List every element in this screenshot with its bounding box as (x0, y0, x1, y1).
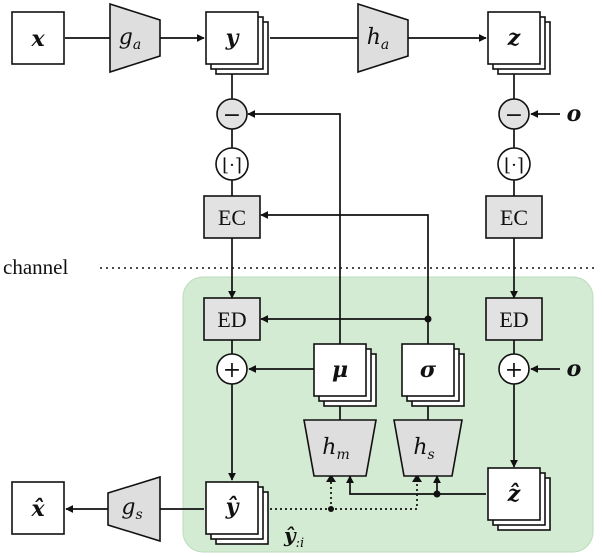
node-gs-label: gs (121, 495, 142, 523)
offset-o-top: 𝒐 (567, 101, 582, 127)
junction-partial (328, 506, 334, 512)
junction-zhat (433, 490, 441, 498)
node-z-label: 𝒛 (507, 25, 521, 51)
entropy-coder-z (485, 195, 543, 239)
round-node-z-label: ⌊·⌉ (504, 155, 524, 176)
node-x-label: 𝒙 (30, 26, 45, 52)
node-zhat (487, 467, 551, 531)
node-y-label: 𝒚 (225, 25, 241, 51)
node-yhat-label: 𝒚̂ (225, 494, 241, 520)
node-hs-label: hs (413, 435, 434, 463)
node-mu (313, 343, 377, 407)
node-xhat-label: 𝒙̂ (30, 496, 45, 522)
add-node-y (216, 353, 248, 385)
node-z (487, 11, 551, 75)
node-ha-label: ha (367, 25, 390, 53)
node-yhat-partial-label: 𝒚̂:i (283, 523, 304, 551)
node-ha (357, 2, 409, 74)
entropy-decoder-y (203, 297, 261, 341)
entropy-decoder-z-label: ED (499, 307, 528, 332)
node-ga-label: ga (119, 25, 141, 53)
offset-o-bottom: 𝒐 (567, 356, 582, 382)
wire-zhat-hm (346, 475, 486, 495)
node-sigma-label: 𝝈 (420, 357, 437, 383)
add-node-y-label: + (223, 358, 241, 383)
wire-mu-minus (247, 110, 341, 346)
subtract-node-y-label: − (223, 103, 241, 128)
node-mu-label: 𝝁 (332, 357, 348, 383)
round-node-y-label: ⌊·⌉ (222, 155, 242, 176)
arrowhead-partial-hs (412, 474, 422, 482)
junction-sigma (424, 315, 432, 323)
entropy-coder-y-label: EC (218, 205, 246, 230)
subtract-node-z (498, 98, 530, 130)
node-x (11, 11, 65, 65)
subtract-node-y (216, 98, 248, 130)
entropy-decoder-z (485, 297, 543, 341)
node-sigma (401, 343, 465, 407)
add-node-z (498, 353, 530, 385)
node-hm-label: hm (322, 435, 349, 463)
wire-yhat-partial-hs (270, 478, 418, 510)
node-gs (107, 475, 161, 543)
node-yhat (205, 481, 269, 545)
entropy-decoder-y-label: ED (217, 307, 246, 332)
node-zhat-label: 𝒛̂ (507, 481, 521, 507)
arrowhead-partial-hm (326, 474, 336, 482)
round-node-y (215, 147, 249, 181)
node-ga (109, 2, 161, 74)
round-node-z (497, 147, 531, 181)
node-xhat (11, 481, 65, 535)
wire-sigma-ec (260, 211, 429, 346)
entropy-coder-y (203, 195, 261, 239)
node-hm (303, 419, 377, 477)
node-hs (393, 419, 463, 477)
add-node-z-label: + (505, 358, 523, 383)
entropy-coder-z-label: EC (500, 205, 528, 230)
subtract-node-z-label: − (505, 103, 523, 128)
node-y (205, 11, 269, 75)
channel-label: channel (3, 255, 68, 279)
